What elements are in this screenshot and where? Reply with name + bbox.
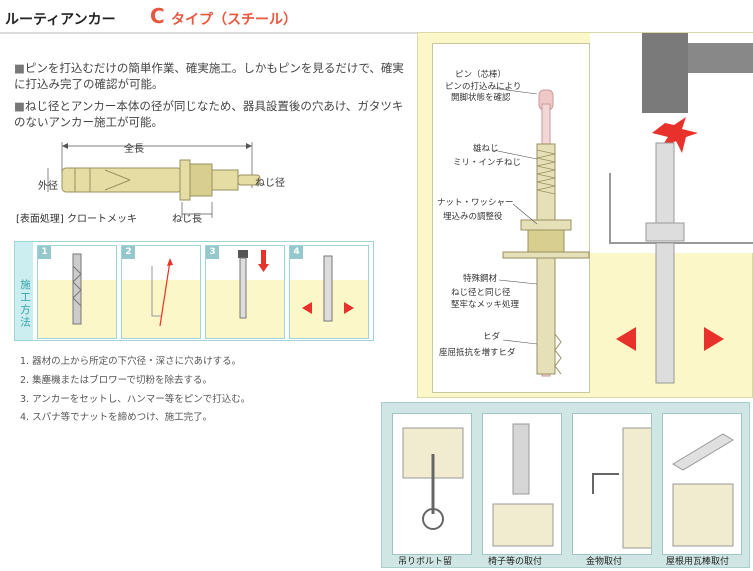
instruction-3: 3. アンカーをセットし、ハンマー等をピンで打込む。: [20, 394, 251, 405]
type-subtitle: タイプ（スチール）: [171, 12, 297, 28]
thread-diameter-label: ねじ径: [255, 178, 285, 189]
instruction-2: 2. 集塵機またはブロワーで切粉を除去する。: [20, 375, 213, 386]
caption-roof: 屋根用瓦棒取付: [666, 557, 730, 567]
label-nut: ナット・ワッシャー: [437, 198, 514, 208]
thread-length-label: ねじ長: [172, 214, 202, 225]
feature-2: ■ねじ径とアンカー本体の径が同じなため、器具設置後の穴あけ、ガタツキのないアンカ…: [14, 99, 404, 129]
anchor-detail-panel: ピン（芯棒） ピンの打込みにより 開脚状態を確認 雄ねじ ミリ・インチねじ ナッ…: [417, 32, 753, 398]
instruction-1: 1. 器材の上から所定の下穴径・深さに穴あけする。: [20, 356, 242, 367]
label-nut-desc: 埋込みの調整役: [443, 212, 503, 222]
application-hardware: [572, 413, 652, 555]
step-3: 3: [205, 245, 285, 339]
step-2: 2: [121, 245, 201, 339]
type-letter: C: [150, 4, 165, 28]
feature-1: ■ピンを打込むだけの簡単作業、確実施工。しかもピンを見るだけで、確実に打込み完了…: [14, 61, 404, 91]
bolt-diagram: [47, 142, 261, 218]
caption-hanging-bolt: 吊りボルト留: [398, 557, 453, 567]
application-hanging-bolt: [392, 413, 472, 555]
total-length-label: 全長: [124, 144, 144, 155]
label-steel-desc1: ねじ径と同じ径: [451, 288, 511, 298]
label-pin-desc2: 開脚状態を確認: [451, 93, 511, 103]
label-fin-desc: 座屈抵抗を増すヒダ: [439, 348, 516, 358]
label-steel-desc2: 堅牢なメッキ処理: [451, 300, 520, 310]
application-roof: [662, 413, 742, 555]
page-header: ルーティアンカー C タイプ（スチール）: [0, 0, 753, 34]
caption-chair: 椅子等の取付: [488, 557, 543, 567]
step-1: 1: [37, 245, 117, 339]
steps-panel: 施工方法 1 2 3 4: [14, 241, 374, 341]
label-male-desc: ミリ・インチねじ: [453, 158, 522, 168]
anchor-parts-diagram: ピン（芯棒） ピンの打込みにより 開脚状態を確認 雄ねじ ミリ・インチねじ ナッ…: [432, 43, 590, 393]
caption-hardware: 金物取付: [586, 557, 623, 567]
steps-side-label: 施工方法: [15, 242, 33, 340]
application-chair: [482, 413, 562, 555]
step-4: 4: [289, 245, 369, 339]
surface-label: [表面処理] クロートメッキ: [16, 214, 137, 225]
label-fin: ヒダ: [483, 332, 501, 342]
outer-diameter-label: 外径: [38, 181, 58, 192]
page-title: ルーティアンカー: [5, 12, 116, 28]
label-steel: 特殊鋼材: [463, 274, 498, 284]
installation-illustration: [590, 33, 753, 384]
instruction-4: 4. スパナ等でナットを締めつけ、施工完了。: [20, 412, 213, 423]
label-pin-desc1: ピンの打込みにより: [445, 82, 522, 92]
label-male-thread: 雄ねじ: [473, 144, 499, 154]
label-pin: ピン（芯棒）: [455, 70, 507, 80]
applications-panel: 吊りボルト留 椅子等の取付 金物取付 屋根用瓦棒取付: [381, 402, 750, 568]
